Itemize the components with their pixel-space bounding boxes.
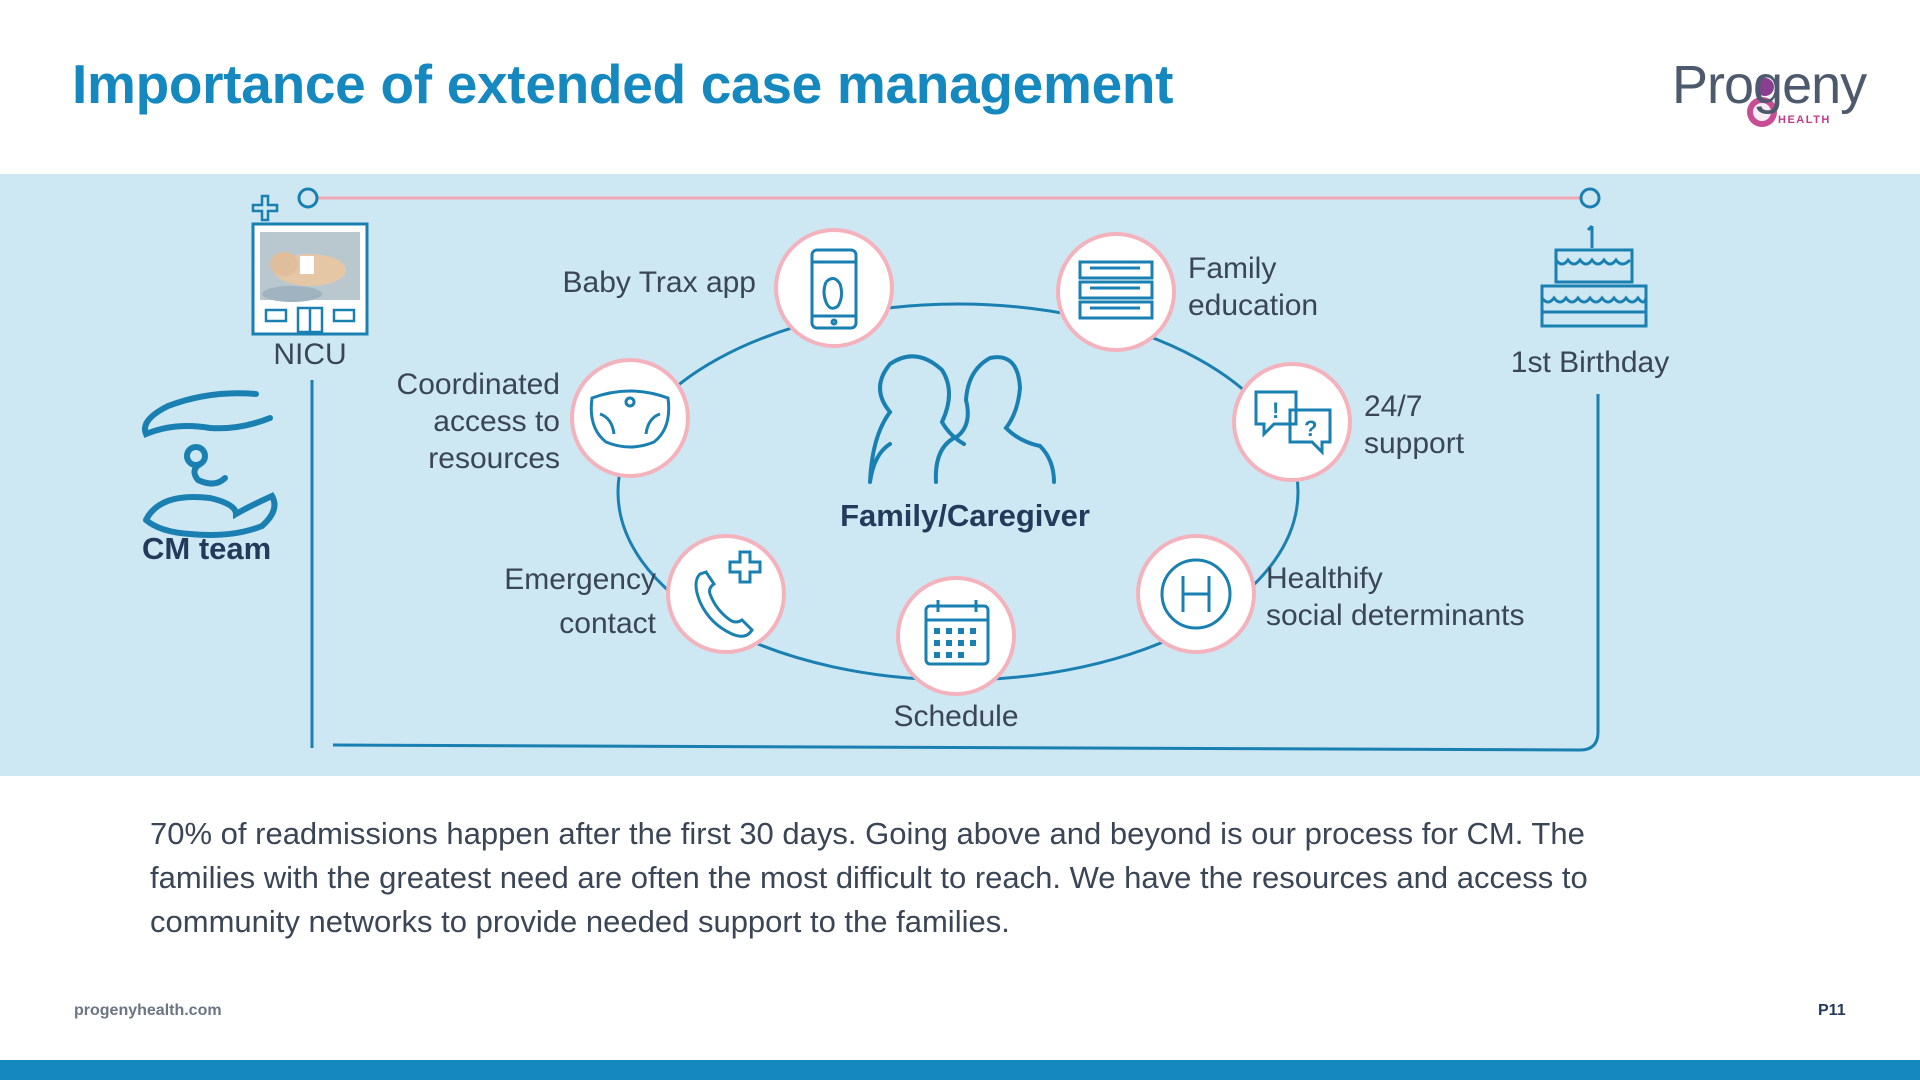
- node-schedule: [896, 576, 1016, 696]
- calendar-icon: [924, 600, 990, 666]
- hands-icon: [142, 390, 278, 538]
- support-line-2: support: [1364, 427, 1465, 460]
- node-healthify: [1136, 534, 1256, 654]
- body-paragraph: 70% of readmissions happen after the fir…: [150, 816, 1588, 939]
- family-education-line-1: Family: [1188, 252, 1277, 285]
- page-number: P11: [1818, 1002, 1846, 1019]
- cm-path-bottom: [332, 394, 1600, 752]
- cm-team-label: CM team: [142, 531, 272, 566]
- node-24-7-support: ! ?: [1232, 362, 1352, 482]
- phone-icon: [810, 248, 858, 330]
- family-education-line-2: education: [1188, 289, 1319, 322]
- logo-subtext: HEALTH: [1778, 114, 1831, 126]
- resources-line-1: Coordinated: [396, 368, 560, 401]
- phone-handset-icon: [694, 570, 754, 638]
- support-line-1: 24/7: [1364, 390, 1423, 423]
- node-coordinated-resources: [570, 358, 690, 478]
- healthify-label: Healthify social determinants: [1266, 560, 1524, 634]
- node-baby-trax-app: [774, 228, 894, 348]
- family-caregiver-icon: [868, 354, 1056, 484]
- node-family-education: [1056, 232, 1176, 352]
- footprint-icon: [822, 277, 844, 310]
- baby-trax-label: Baby Trax app: [562, 266, 756, 299]
- books-icon: [1078, 260, 1154, 320]
- diaper-icon: [589, 389, 671, 449]
- healthify-h-icon: [1160, 558, 1232, 630]
- healthify-line-1: Healthify: [1266, 562, 1383, 595]
- family-caregiver-label: Family/Caregiver: [840, 498, 1090, 533]
- emergency-line-1: Emergency: [504, 563, 656, 596]
- nicu-icon: [251, 194, 369, 336]
- chat-bubbles-icon: [1254, 390, 1332, 456]
- emergency-label: Emergency contact: [440, 558, 656, 646]
- resources-label: Coordinated access to resources: [338, 366, 560, 477]
- node-emergency-contact: [666, 534, 786, 654]
- bottom-accent-bar: [0, 1060, 1920, 1080]
- resources-line-3: resources: [428, 442, 560, 475]
- family-education-label: Family education: [1188, 250, 1318, 324]
- resources-line-2: access to: [433, 405, 560, 438]
- healthify-line-2: social determinants: [1266, 599, 1525, 632]
- emergency-line-2: contact: [559, 607, 656, 640]
- calendar-grid: [934, 628, 976, 658]
- timeline-start-dot: [297, 187, 319, 209]
- medical-cross-icon: [728, 550, 762, 584]
- question-glyph: ?: [1304, 416, 1317, 441]
- birthday-cake-icon: [1540, 224, 1648, 328]
- footer-url: progenyhealth.com: [74, 1002, 222, 1019]
- progeny-logo: [1747, 78, 1777, 127]
- logo-wordmark: Progeny: [1672, 55, 1867, 115]
- support-label: 24/7 support: [1364, 388, 1464, 462]
- timeline-end-dot: [1579, 187, 1601, 209]
- exclamation-glyph: !: [1272, 398, 1279, 423]
- slide-title: Importance of extended case management: [72, 53, 1174, 115]
- schedule-label: Schedule: [893, 700, 1019, 733]
- care-diagram: ! ?: [142, 187, 1648, 752]
- first-birthday-label: 1st Birthday: [1510, 346, 1670, 379]
- nicu-label: NICU: [273, 338, 347, 371]
